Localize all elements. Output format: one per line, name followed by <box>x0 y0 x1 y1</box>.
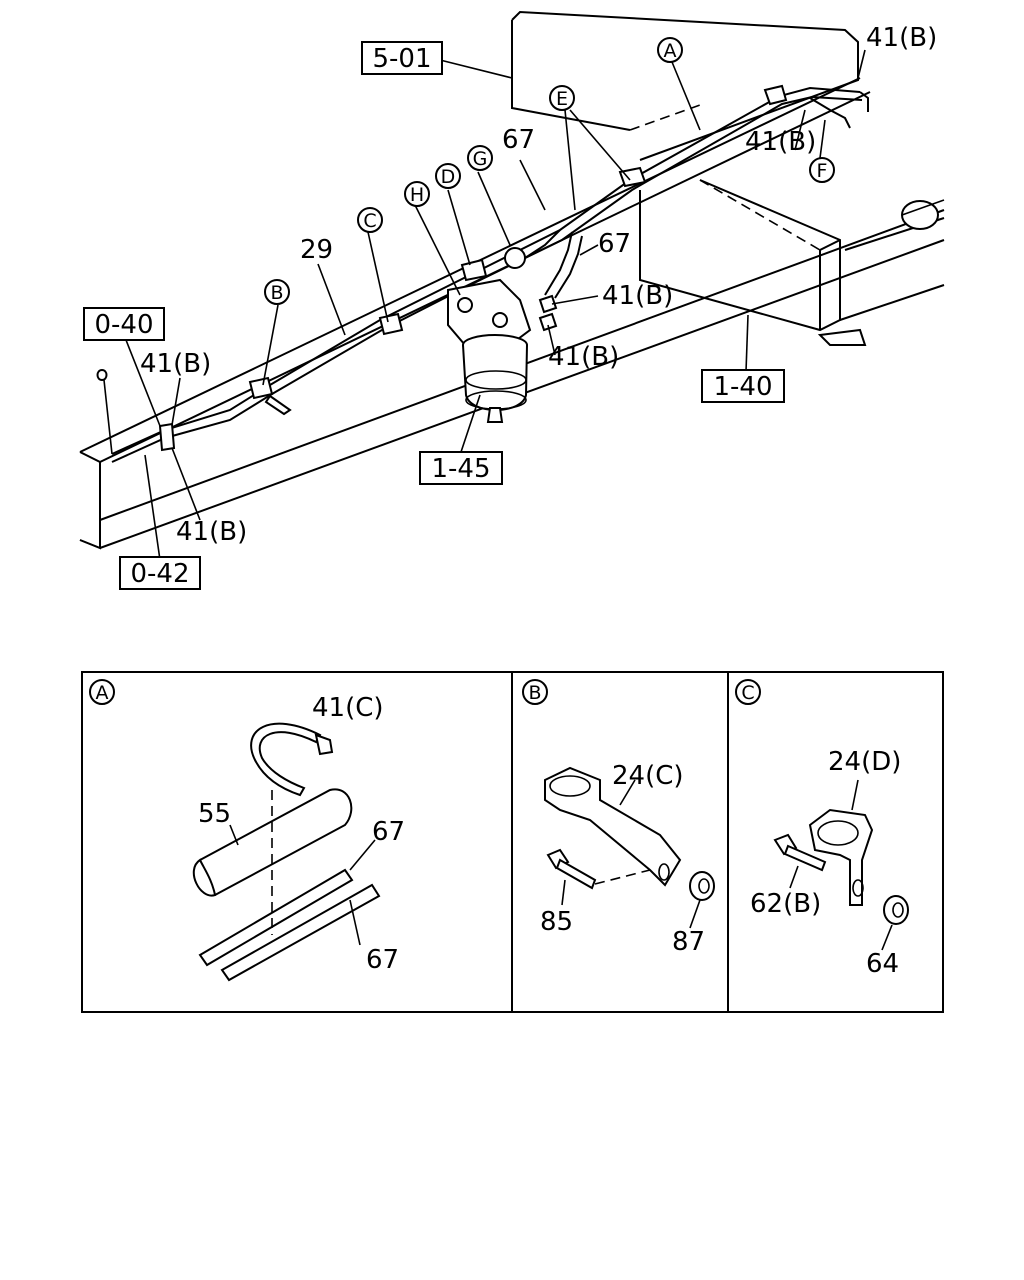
part-label-41b-left2: 41(B) <box>176 517 247 547</box>
callout-h[interactable]: H <box>404 181 430 207</box>
part-label-55: 55 <box>198 799 231 829</box>
part-label-41b-mid: 41(B) <box>745 127 816 157</box>
detail-c-panel: C 24(D) 62(B) 64 <box>735 679 909 979</box>
nut-87 <box>689 871 715 901</box>
callout-a[interactable]: A <box>657 37 683 63</box>
ref-label-1-45: 1-45 <box>431 454 490 484</box>
fuel-tank-lower <box>639 179 945 346</box>
part-label-41b-left: 41(B) <box>140 349 211 379</box>
pipes <box>198 868 381 982</box>
part-label-29: 29 <box>300 235 333 265</box>
part-label-67-b: 67 <box>598 229 631 259</box>
svg-text:E: E <box>556 88 568 110</box>
ref-label-0-42: 0-42 <box>130 559 189 589</box>
fuel-filter <box>447 247 558 423</box>
svg-text:D: D <box>441 166 456 188</box>
svg-text:C: C <box>363 210 376 232</box>
leader-lines <box>125 49 866 561</box>
ref-box-5-01[interactable]: 5-01 <box>361 41 443 75</box>
detail-a-panel: A 41(C) 55 67 67 <box>89 679 405 982</box>
bracket-24d <box>808 808 874 906</box>
detail-b-callout: B <box>522 679 548 705</box>
part-label-67-a: 67 <box>502 125 535 155</box>
bolt-85 <box>546 848 597 890</box>
svg-text:F: F <box>817 160 828 182</box>
bolt-62b <box>773 833 827 872</box>
ref-label-0-40: 0-40 <box>94 310 153 340</box>
callout-g[interactable]: G <box>467 145 493 171</box>
part-label-41b-top: 41(B) <box>866 23 937 53</box>
callout-b[interactable]: B <box>264 279 290 305</box>
svg-text:A: A <box>96 682 109 704</box>
svg-text:C: C <box>741 682 754 704</box>
svg-text:G: G <box>473 148 488 170</box>
pipe-cover <box>192 788 353 897</box>
part-label-41b-center: 41(B) <box>602 281 673 311</box>
detail-a-callout: A <box>89 679 115 705</box>
part-label-64: 64 <box>866 949 899 979</box>
band-clamp <box>250 722 334 797</box>
callout-f[interactable]: F <box>809 157 835 183</box>
ref-label-1-40: 1-40 <box>713 372 772 402</box>
part-label-41b-center2: 41(B) <box>548 342 619 372</box>
part-label-85: 85 <box>540 907 573 937</box>
part-label-87: 87 <box>672 927 705 957</box>
nut-64 <box>883 895 909 925</box>
misc-parts <box>901 199 945 230</box>
part-label-41c: 41(C) <box>312 693 384 723</box>
ref-box-1-40[interactable]: 1-40 <box>701 369 785 403</box>
svg-text:B: B <box>270 282 283 304</box>
callout-d[interactable]: D <box>435 163 461 189</box>
svg-text:H: H <box>410 184 424 206</box>
detail-panels-frame <box>81 671 944 1013</box>
ref-box-1-45[interactable]: 1-45 <box>419 451 503 485</box>
ref-label-5-01: 5-01 <box>372 44 431 74</box>
part-label-24d: 24(D) <box>828 747 901 777</box>
part-label-67-detail-bottom: 67 <box>366 945 399 975</box>
detail-b-panel: B 24(C) 85 87 <box>522 679 715 957</box>
callout-c[interactable]: C <box>357 207 383 233</box>
svg-text:B: B <box>528 682 541 704</box>
bracket-24c <box>544 766 682 887</box>
svg-text:A: A <box>664 40 677 62</box>
part-label-24c: 24(C) <box>612 761 684 791</box>
detail-c-callout: C <box>735 679 761 705</box>
part-label-67-detail-top: 67 <box>372 817 405 847</box>
part-label-62b: 62(B) <box>750 889 821 919</box>
ref-box-0-40[interactable]: 0-40 <box>83 307 165 341</box>
fuel-tank-upper <box>511 10 859 161</box>
ref-box-0-42[interactable]: 0-42 <box>119 556 201 590</box>
callout-e[interactable]: E <box>549 85 575 111</box>
